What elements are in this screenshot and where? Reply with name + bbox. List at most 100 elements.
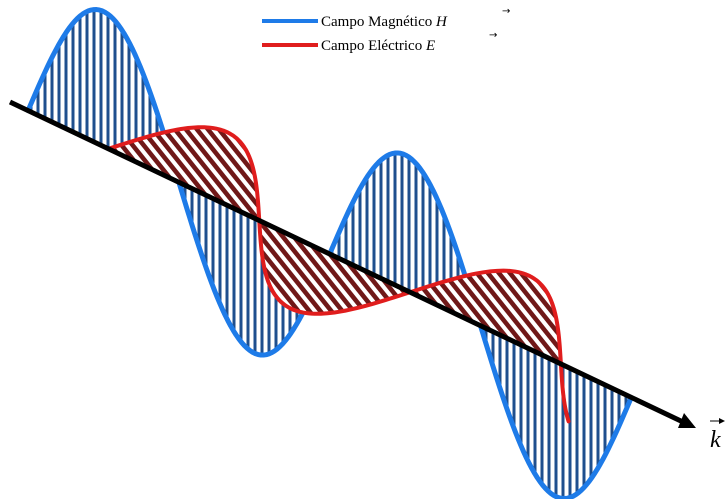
electric-stripe-line — [0, 0, 114, 499]
electric-stripe-line — [594, 0, 726, 499]
electric-stripe-line — [0, 0, 81, 499]
electric-stripe-line — [0, 0, 48, 499]
electric-stripe-line — [0, 0, 125, 499]
electric-stripe-line — [560, 363, 569, 422]
electric-stripe-line — [616, 0, 726, 499]
electric-stripe-line — [259, 220, 411, 314]
electric-stripe-line — [0, 0, 114, 499]
k-vector-symbol: k — [710, 427, 721, 453]
electric-stripe-line — [0, 0, 180, 499]
electric-stripe-line — [295, 220, 411, 314]
electric-stripe-line — [319, 0, 719, 499]
legend-vector-arrow-magnetic: → — [502, 6, 510, 17]
electric-stripe-line — [572, 0, 726, 499]
electric-stripe-line — [560, 363, 567, 422]
electric-stripe-line — [627, 0, 726, 499]
electric-stripe-line — [605, 0, 726, 499]
electric-stripe-line — [0, 0, 26, 499]
electric-stripe-line — [0, 0, 4, 499]
electric-stripe-line — [0, 0, 180, 499]
electric-stripe-line — [108, 127, 260, 221]
electric-stripe-line — [0, 0, 180, 499]
electric-stripe-line — [594, 0, 726, 499]
electric-stripe-line — [560, 363, 569, 422]
electric-stripe-line — [560, 363, 569, 422]
electric-stripe-line — [594, 0, 726, 499]
electric-stripe-line — [0, 0, 224, 499]
electric-stripe-line — [259, 220, 411, 314]
electric-stripe-line — [0, 0, 125, 499]
electric-stripe-line — [504, 270, 561, 364]
electric-stripe-line — [259, 220, 411, 314]
electric-stripe-line — [572, 0, 726, 499]
electric-stripe-line — [526, 270, 561, 364]
electric-stripe-line — [259, 220, 411, 314]
electric-stripe-line — [594, 0, 726, 499]
electric-stripe-line — [143, 0, 543, 499]
wave-vector-label: k — [710, 418, 725, 453]
electric-stripe-line — [0, 0, 48, 499]
electric-stripe-line — [410, 270, 413, 364]
electric-stripe-line — [616, 0, 726, 499]
electric-stripe-line — [11, 0, 411, 499]
electric-stripe-line — [0, 0, 224, 499]
electric-stripe-line — [259, 220, 411, 314]
electric-stripe-line — [196, 127, 260, 221]
electric-stripe-line — [0, 0, 59, 499]
electric-stripe-line — [0, 0, 15, 499]
electric-stripe-line — [0, 0, 4, 499]
electric-stripe-line — [0, 0, 37, 499]
electric-stripe-line — [0, 0, 37, 499]
electric-stripe-line — [0, 0, 15, 499]
electric-stripe-line — [0, 0, 48, 499]
electric-stripe-line — [0, 0, 4, 499]
electric-stripe-line — [537, 270, 561, 364]
electric-stripe-line — [627, 0, 726, 499]
electric-stripe-line — [560, 363, 569, 422]
electric-stripe-line — [616, 0, 726, 499]
electric-stripe-line — [561, 0, 726, 499]
electric-stripe-line — [560, 363, 569, 422]
electric-stripe-line — [605, 0, 726, 499]
electric-stripe-line — [0, 0, 114, 499]
electric-stripe-line — [410, 270, 561, 364]
electric-stripe-line — [0, 0, 81, 499]
electric-stripe-line — [0, 0, 59, 499]
electric-stripe-line — [275, 0, 675, 499]
electric-field-curve — [106, 125, 571, 424]
legend: Campo Magnético H → Campo Eléctrico E → — [262, 6, 510, 54]
electric-stripe-line — [410, 270, 561, 364]
electric-stripe-line — [0, 0, 59, 499]
electric-stripe-line — [0, 0, 48, 499]
electric-stripe-line — [0, 0, 81, 499]
electric-stripe-line — [506, 0, 726, 499]
legend-symbol-magnetic: H — [435, 14, 448, 30]
electric-stripe-line — [410, 270, 561, 364]
propagation-arrowhead — [678, 413, 696, 428]
electric-stripe-line — [616, 0, 726, 499]
electric-stripe-line — [528, 0, 726, 499]
legend-label-electric: Campo Eléctrico E — [321, 38, 435, 54]
electric-stripe-line — [259, 220, 411, 314]
legend-vector-arrow-electric: → — [489, 30, 497, 41]
legend-item-magnetic: Campo Magnético H → — [262, 6, 510, 30]
electric-stripe-line — [0, 0, 125, 499]
electric-stripe-line — [0, 0, 4, 499]
electric-stripe-line — [0, 0, 37, 499]
electric-stripe-line — [108, 127, 182, 221]
electric-stripe-line — [560, 363, 569, 422]
electric-stripe-line — [539, 0, 726, 499]
electric-stripe-line — [141, 127, 260, 221]
electric-stripe-line — [259, 220, 411, 314]
electric-stripe-line — [410, 270, 561, 364]
k-vector-arrowhead — [719, 418, 725, 424]
electric-stripe-line — [572, 0, 726, 499]
electric-stripe-line — [108, 127, 260, 221]
electric-stripe-line — [410, 270, 561, 364]
electric-stripe-line — [0, 0, 26, 499]
electric-stripe-line — [559, 270, 561, 364]
propagation-axis — [8, 99, 696, 428]
electric-stripe-line — [627, 0, 726, 499]
electric-stripe-line — [108, 127, 260, 221]
